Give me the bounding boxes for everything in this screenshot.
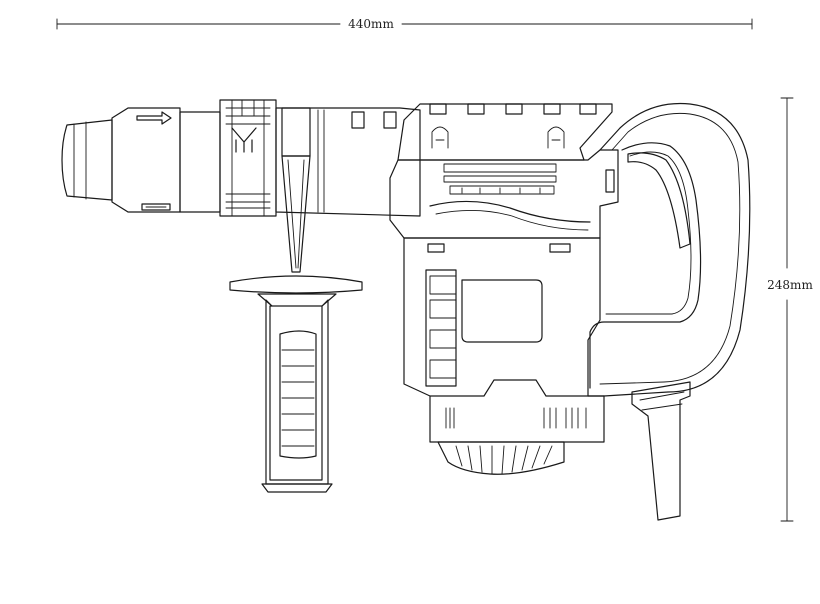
gear-housing: [397, 103, 613, 161]
height-label: 248mm: [767, 278, 813, 292]
mid-body: [389, 149, 619, 253]
vent-slots-right: [543, 407, 587, 429]
rear-handle: [589, 102, 751, 397]
selector-collar: [219, 99, 277, 217]
motor-housing: [403, 237, 605, 443]
trigger: [627, 152, 691, 249]
height-dimension: 248mm: [767, 97, 813, 522]
width-dimension: 440mm: [56, 17, 753, 31]
vent-slots-left: [445, 407, 455, 429]
motor-end-cap: [437, 441, 565, 475]
side-handle: [229, 107, 363, 493]
width-label: 440mm: [348, 17, 394, 31]
chuck: [61, 107, 221, 213]
power-cord: [631, 381, 691, 521]
barrel: [275, 107, 421, 217]
arrow-icon: [136, 111, 172, 125]
mode-symbol-icon: [231, 127, 257, 153]
